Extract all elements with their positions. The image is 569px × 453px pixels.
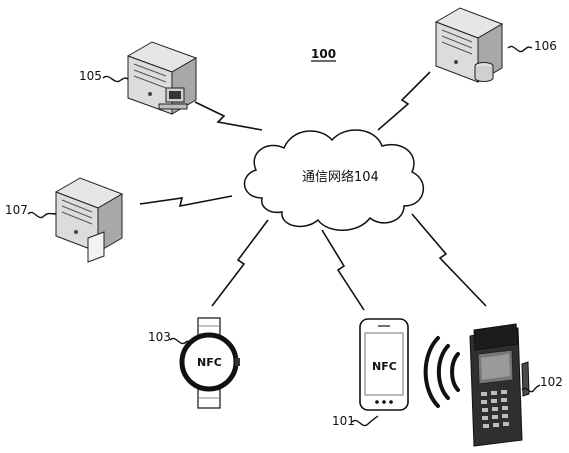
server-107-icon <box>54 177 124 263</box>
server-106-icon <box>434 7 504 83</box>
figure-number: 100 <box>311 47 336 61</box>
link-106-to-network <box>377 71 431 131</box>
label-103: 103 <box>148 330 171 344</box>
label-101: 101 <box>332 414 355 428</box>
label-106: 106 <box>534 39 557 53</box>
watch-nfc-text: NFC <box>197 356 222 369</box>
link-105-to-network <box>194 101 263 131</box>
label-105: 105 <box>79 69 102 83</box>
leader-103 <box>169 337 191 345</box>
leader-102 <box>521 384 541 393</box>
leader-107 <box>27 211 57 219</box>
network-cloud: 通信网络104 <box>243 129 425 231</box>
link-107-to-network <box>139 195 233 208</box>
nfc-signal-icon <box>423 336 460 408</box>
pos-terminal-icon <box>469 323 530 447</box>
smartwatch-icon: NFC <box>179 317 240 409</box>
label-107: 107 <box>5 203 28 217</box>
network-label: 通信网络104 <box>302 169 379 185</box>
leader-106 <box>507 45 533 53</box>
link-101-to-network <box>321 229 365 311</box>
leader-101 <box>351 415 379 427</box>
label-102: 102 <box>540 375 563 389</box>
link-103-to-network <box>211 219 269 307</box>
link-102-to-network <box>411 213 487 307</box>
smartphone-icon: NFC <box>359 318 409 411</box>
leader-105 <box>102 75 129 83</box>
server-105-icon <box>126 41 198 115</box>
phone-nfc-text: NFC <box>372 360 397 373</box>
